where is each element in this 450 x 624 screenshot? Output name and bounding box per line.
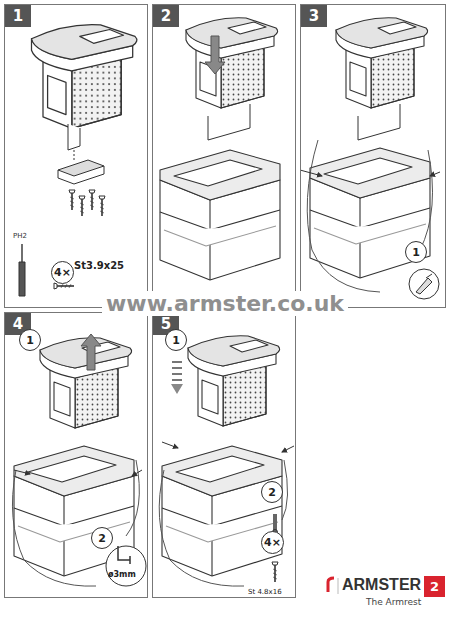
step-panel: 5124× xyxy=(152,312,296,598)
brand-text: ARMSTER xyxy=(342,576,421,594)
watermark: www.armster.co.uk xyxy=(102,291,348,316)
logo-number: 2 xyxy=(430,579,439,594)
callout-number: 4× xyxy=(51,261,74,284)
step-panel: 2 xyxy=(152,4,296,308)
callout-number: 2 xyxy=(261,481,283,503)
callout-number: 2 xyxy=(91,527,113,549)
callout-text: 2 xyxy=(268,486,276,499)
callout-number: 4× xyxy=(261,531,284,554)
part-label: ø3mm xyxy=(108,570,136,579)
step-number: 3 xyxy=(301,5,327,27)
part-label: St 4.8x16 xyxy=(248,588,282,596)
brand-text: The Armrest xyxy=(366,597,421,607)
step-panel: 31 xyxy=(300,4,446,308)
callout-text: 1 xyxy=(26,334,34,347)
callout-number: 1 xyxy=(19,329,41,351)
callout-number: 1 xyxy=(405,241,427,263)
callout-text: 2 xyxy=(98,532,106,545)
step-number: 2 xyxy=(153,5,179,27)
step-number: 1 xyxy=(5,5,31,27)
callout-text: 1 xyxy=(412,246,420,259)
part-label: St3.9x25 xyxy=(74,260,124,271)
callout-number: 1 xyxy=(165,329,187,351)
logo-badge: 2 xyxy=(424,576,445,597)
callout-text: 1 xyxy=(172,334,180,347)
callout-text: 4× xyxy=(54,266,71,279)
part-label: PH2 xyxy=(13,232,27,240)
callout-text: 4× xyxy=(264,536,281,549)
step-panel: 412 xyxy=(4,312,148,598)
